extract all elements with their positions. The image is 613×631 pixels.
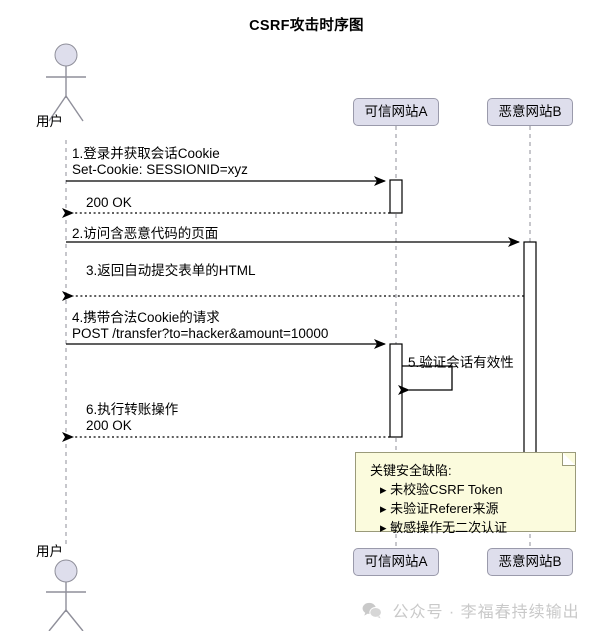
actor-label-user-bottom: 用户: [36, 544, 63, 559]
page-title: CSRF攻击时序图: [249, 18, 364, 34]
participant-box-site-b-bottom[interactable]: 恶意网站B: [487, 548, 573, 576]
activation-site-b-1: [523, 241, 537, 461]
activation-site-a-2: [389, 343, 403, 438]
participant-box-site-a-bottom[interactable]: 可信网站A: [353, 548, 439, 576]
note-item-1-text: 未校验CSRF Token: [390, 482, 503, 497]
note-item-3-text: 敏感操作无二次认证: [390, 520, 508, 535]
message-label-1-line2: Set-Cookie: SESSIONID=xyz: [72, 162, 248, 177]
activation-site-a-1: [389, 179, 403, 214]
note-item-3: ▸ 敏感操作无二次认证: [370, 518, 565, 537]
participant-box-site-b-top[interactable]: 恶意网站B: [487, 98, 573, 126]
message-label-4-line1: 4.携带合法Cookie的请求: [72, 310, 220, 325]
note-item-2: ▸ 未验证Referer来源: [370, 499, 565, 518]
watermark-text: 公众号 · 李福春持续输出: [392, 604, 580, 621]
note-bullet-icon: ▸: [380, 482, 387, 497]
actor-stick-figure-icon-top: [46, 43, 86, 122]
message-label-3: 3.返回自动提交表单的HTML: [86, 263, 256, 278]
note-item-1: ▸ 未校验CSRF Token: [370, 480, 565, 499]
message-label-4-line2: POST /transfer?to=hacker&amount=10000: [72, 326, 329, 341]
wechat-icon: [362, 602, 382, 624]
actor-label-user-top: 用户: [36, 114, 63, 129]
participant-box-site-a-top[interactable]: 可信网站A: [353, 98, 439, 126]
message-label-6-line2: 200 OK: [86, 418, 132, 433]
message-label-5-self: 5.验证会话有效性: [408, 355, 514, 370]
message-label-2: 2.访问含恶意代码的页面: [72, 226, 219, 241]
message-label-1-line1: 1.登录并获取会话Cookie: [72, 146, 220, 161]
note-bullet-icon: ▸: [380, 501, 387, 516]
note-title: 关键安全缺陷:: [370, 463, 452, 478]
message-label-1-return: 200 OK: [86, 195, 132, 210]
message-label-6-line1: 6.执行转账操作: [86, 402, 179, 417]
note-security-flaws: 关键安全缺陷: ▸ 未校验CSRF Token ▸ 未验证Referer来源 ▸…: [355, 452, 576, 535]
note-item-2-text: 未验证Referer来源: [390, 501, 499, 516]
actor-stick-figure-icon-bottom: [46, 559, 86, 631]
watermark: 公众号 · 李福春持续输出: [362, 598, 580, 624]
message-arrow-5-self: [398, 365, 453, 395]
note-bullet-icon: ▸: [380, 520, 387, 535]
